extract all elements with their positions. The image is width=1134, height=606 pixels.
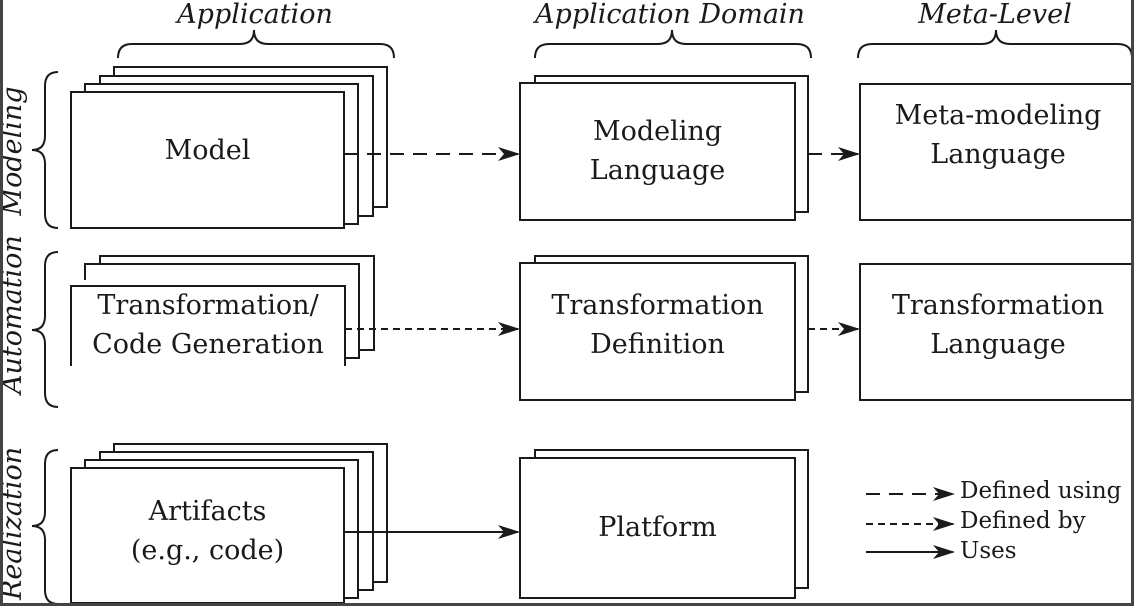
artifacts-stack (70, 443, 388, 604)
box-label-transformation-language-line1: Transformation (891, 290, 1105, 321)
legend-label-defined-by: Defined by (960, 508, 1086, 534)
box-label-transformation-code-generation-line1: Transformation/ (97, 290, 319, 321)
box-label-modeling-language-line1: Modeling (592, 116, 723, 147)
brace-automation (31, 251, 59, 408)
box-label-meta-modeling-language: Meta-modeling Language (860, 96, 1134, 174)
box-label-transformation-code-generation-line2: Code Generation (92, 329, 324, 360)
box-label-platform-line1: Platform (598, 512, 717, 543)
column-header-meta-level: Meta-Level (918, 0, 1072, 30)
transformation-code-stack (70, 255, 375, 366)
box-label-model: Model (71, 131, 344, 170)
legend-label-defined-using: Defined using (960, 478, 1122, 504)
brace-application (117, 29, 395, 59)
brace-application-domain (534, 29, 812, 59)
box-label-transformation-code-generation: Transformation/ Code Generation (71, 286, 345, 364)
box-label-meta-modeling-language-line2: Language (930, 139, 1066, 170)
frame-edge-right (1131, 0, 1134, 606)
transformation-language-box (859, 263, 1134, 401)
box-label-transformation-language-line2: Language (930, 329, 1066, 360)
box-label-transformation-language: Transformation Language (860, 286, 1134, 364)
brace-modeling (31, 71, 59, 229)
brace-realization (31, 449, 59, 605)
column-header-application: Application (177, 0, 333, 30)
frame-edge-bottom (0, 603, 1134, 606)
row-header-automation: Automation (0, 235, 28, 394)
box-label-transformation-definition-line2: Definition (590, 329, 725, 360)
frame-edge-left (0, 0, 3, 606)
legend-label-uses: Uses (960, 538, 1017, 564)
box-label-artifacts-line1: Artifacts (148, 496, 267, 527)
modeling-language-stack (519, 75, 809, 221)
box-label-model-line1: Model (164, 135, 251, 166)
box-label-artifacts: Artifacts (e.g., code) (71, 492, 344, 570)
column-header-application-domain: Application Domain (535, 0, 805, 30)
box-label-meta-modeling-language-line1: Meta-modeling (894, 100, 1102, 131)
box-label-platform: Platform (520, 508, 795, 547)
transformation-definition-stack (519, 255, 809, 401)
box-label-transformation-definition: Transformation Definition (520, 286, 795, 364)
meta-modeling-language-box (859, 83, 1134, 221)
box-label-modeling-language-line2: Language (589, 155, 726, 186)
box-label-artifacts-line2: (e.g., code) (130, 535, 285, 566)
box-label-transformation-definition-line1: Transformation (551, 290, 764, 321)
row-header-realization: Realization (0, 446, 28, 600)
brace-meta-level (857, 29, 1133, 59)
box-label-modeling-language: Modeling Language (520, 112, 795, 190)
row-header-modeling: Modeling (0, 86, 28, 216)
model-stack (70, 66, 388, 229)
platform-stack (519, 449, 809, 599)
